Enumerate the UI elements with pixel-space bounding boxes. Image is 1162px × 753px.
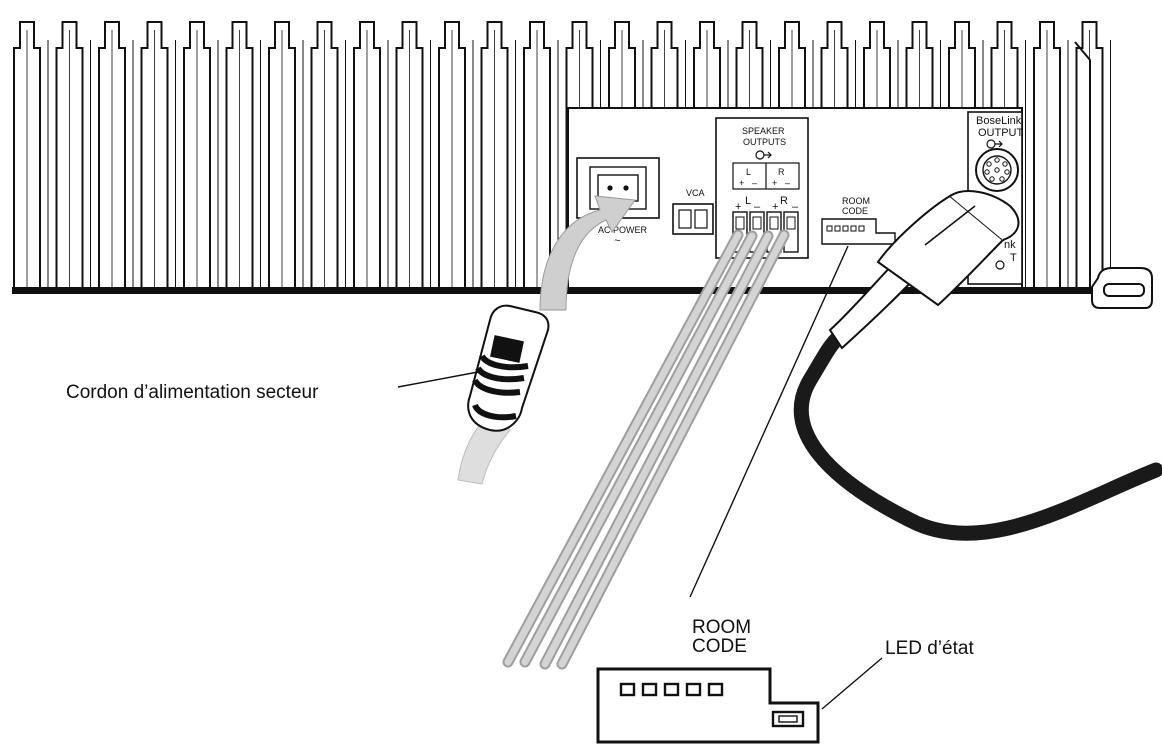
- heatsink-fin: [480, 21, 509, 287]
- speaker-outputs-label-2: OUTPUTS: [743, 137, 786, 147]
- boselink-label-1: BoseLink: [976, 115, 1022, 127]
- din-pin: [1002, 161, 1008, 167]
- upper-left-plus: +: [739, 178, 744, 188]
- input-arrow-icon: [995, 260, 1005, 270]
- heatsink-fin: [310, 21, 339, 287]
- heatsink-fin: [225, 21, 254, 287]
- speaker-wire: [504, 231, 742, 666]
- heatsink-fin: [990, 21, 1019, 287]
- panel-dip-switch: [842, 225, 849, 232]
- insertion-arrow: [539, 195, 636, 311]
- heatsink-fin: [735, 21, 764, 287]
- upper-left-channel-label: L: [746, 167, 751, 177]
- room-code-zoom: ROOM CODE: [596, 617, 820, 744]
- terminal-screw: [769, 216, 779, 230]
- din-pin: [986, 161, 992, 167]
- terminal-screw: [786, 216, 796, 230]
- heatsink-fin: [183, 21, 211, 287]
- heatsink-fin: [693, 21, 721, 287]
- zoom-dip-switch: [685, 682, 702, 697]
- heatsink-fin: [353, 21, 381, 287]
- heatsink-fin: [948, 21, 976, 287]
- room-code-label-2: CODE: [842, 206, 868, 216]
- panel-dip-switch: [850, 225, 857, 232]
- boselink-label-2: OUTPUT: [978, 127, 1024, 139]
- boselink-cable: [793, 190, 1162, 541]
- heatsink-fin: [1075, 21, 1104, 287]
- bracket-slot: [1103, 283, 1145, 297]
- terminal-screw: [735, 216, 745, 230]
- speaker-wire: [541, 232, 772, 668]
- chassis-right-edge: [1074, 41, 1091, 287]
- panel-dip-switch: [826, 225, 833, 232]
- status-led-callout: LED d’état: [885, 638, 974, 659]
- heatsink-fin: [140, 21, 169, 287]
- speaker-wire: [558, 231, 788, 668]
- terminal-screw: [752, 216, 762, 230]
- upper-right-plus: +: [772, 178, 777, 188]
- heatsink-fin: [650, 21, 679, 287]
- din-pin: [994, 167, 1000, 173]
- upper-left-minus: –: [752, 178, 757, 188]
- heatsink-fin: [608, 21, 636, 287]
- vca-connector: VCA: [672, 188, 714, 235]
- power-cord-callout-line: [397, 371, 479, 388]
- lower-right-plus: +: [772, 201, 778, 213]
- din-pin: [999, 176, 1005, 182]
- lower-right-minus: –: [792, 201, 799, 213]
- lower-left-channel-label: L: [745, 195, 751, 207]
- zoom-dip-switch: [619, 682, 636, 697]
- heatsink-fin: [778, 21, 806, 287]
- room-code-label-1: ROOM: [842, 196, 870, 206]
- ac-tilde-glyph: ~: [614, 235, 620, 247]
- din-pin: [1004, 169, 1010, 175]
- zoom-code-label: CODE: [692, 636, 747, 657]
- din-pin: [994, 157, 1000, 163]
- panel-dip-switch: [834, 225, 841, 232]
- boselink-input-partial-label-1: nk: [1004, 239, 1016, 251]
- power-cord-plug: [457, 304, 550, 485]
- heatsink-fin: [438, 21, 466, 287]
- heatsink-fin: [863, 21, 891, 287]
- heatsink-fin: [268, 21, 296, 287]
- din-pin: [989, 176, 995, 182]
- room-code-callout-line: [689, 245, 849, 598]
- heatsink-fin: [565, 21, 594, 287]
- ac-power-label: AC POWER: [598, 225, 648, 235]
- heatsink-fin: [98, 21, 126, 287]
- speaker-wire: [521, 232, 756, 666]
- heatsink-fin: [13, 21, 41, 287]
- upper-right-channel-label: R: [778, 167, 785, 177]
- heatsink-fin: [1033, 21, 1061, 287]
- zoom-dip-switch: [707, 682, 724, 697]
- status-led-callout-line: [821, 657, 883, 710]
- lower-left-plus: +: [735, 201, 741, 213]
- room-code-switch: ROOM CODE: [821, 196, 896, 245]
- zoom-room-label: ROOM: [692, 617, 751, 638]
- zoom-dip-switch: [641, 682, 658, 697]
- heatsink-fin: [55, 21, 84, 287]
- zoom-dip-switch: [663, 682, 680, 697]
- lower-left-minus: –: [754, 201, 761, 213]
- upper-right-minus: –: [785, 178, 790, 188]
- heatsink-fin: [523, 21, 551, 287]
- heatsink-fin: [905, 21, 934, 287]
- power-cord-callout: Cordon d’alimentation secteur: [66, 382, 319, 403]
- heatsink-fin: [820, 21, 849, 287]
- din-pin: [984, 169, 990, 175]
- heatsink-fin: [395, 21, 424, 287]
- lower-right-channel-label: R: [780, 195, 788, 207]
- boselink-input-partial-label-2: T: [1010, 252, 1017, 264]
- panel-dip-switch: [858, 225, 865, 232]
- vca-label: VCA: [686, 188, 705, 198]
- speaker-outputs-label-1: SPEAKER: [742, 126, 785, 136]
- speaker-wires: [502, 229, 790, 670]
